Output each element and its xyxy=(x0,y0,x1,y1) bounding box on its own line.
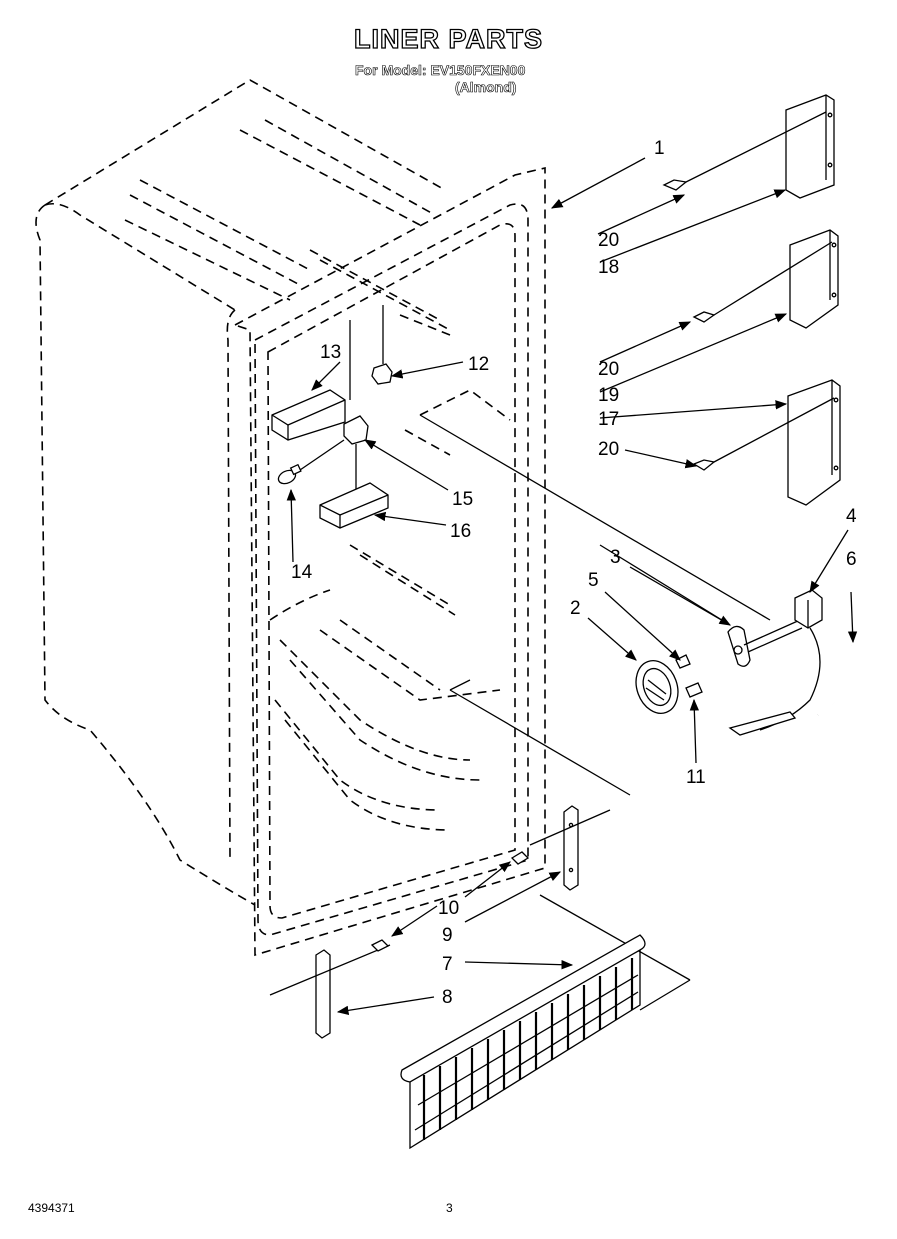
callout-20a: 20 xyxy=(598,230,619,251)
channel-part-17 xyxy=(787,379,841,506)
basket-part-7 xyxy=(400,894,691,1150)
callout-16: 16 xyxy=(450,521,471,542)
cabinet-shell xyxy=(35,79,446,906)
callout-18: 18 xyxy=(598,257,619,278)
callout-9: 9 xyxy=(442,925,453,946)
callout-6: 6 xyxy=(846,549,857,570)
channel-part-19 xyxy=(789,229,839,329)
light-housing-part-13 xyxy=(271,320,351,441)
shelf-screw-part-10-right xyxy=(510,851,530,865)
model-line: For Model: EV150FXEN00 xyxy=(355,62,526,79)
liner-frame xyxy=(232,166,546,957)
screw-part-20-top xyxy=(662,111,827,191)
bracket-part-16 xyxy=(319,482,389,529)
thermostat-assembly xyxy=(419,414,854,796)
callout-7: 7 xyxy=(442,954,453,975)
shelf-rail-part-8 xyxy=(269,944,391,1039)
callout-20c: 20 xyxy=(598,439,619,460)
callout-3: 3 xyxy=(610,547,621,568)
callout-5: 5 xyxy=(588,570,599,591)
shelf-rail-part-9 xyxy=(529,805,611,891)
page-number: 3 xyxy=(446,1201,453,1215)
callout-12: 12 xyxy=(468,354,489,375)
callout-8: 8 xyxy=(442,987,453,1008)
doc-number: 4394371 xyxy=(28,1201,75,1215)
bulb-part-14 xyxy=(277,463,302,485)
screw-part-20-mid xyxy=(692,241,833,323)
leader-lines xyxy=(286,157,858,1015)
clip-part-12 xyxy=(371,305,393,385)
screw-part-20-bottom xyxy=(692,397,835,471)
callout-11: 11 xyxy=(686,767,706,788)
callout-14: 14 xyxy=(291,562,313,583)
callout-2: 2 xyxy=(570,598,581,619)
callout-4: 4 xyxy=(846,506,857,527)
callout-13: 13 xyxy=(320,342,341,363)
callout-17: 17 xyxy=(598,409,619,430)
callout-20b: 20 xyxy=(598,359,619,380)
color-line: (Almond) xyxy=(455,79,517,96)
callout-1: 1 xyxy=(654,138,665,159)
callout-19: 19 xyxy=(598,385,619,406)
callout-labels: 1 2 3 4 5 6 7 8 9 10 11 12 13 14 15 16 1… xyxy=(291,138,857,1008)
callout-15: 15 xyxy=(452,489,473,510)
page-title: LINER PARTS xyxy=(353,23,543,54)
channel-part-18 xyxy=(785,94,835,199)
shelf-screw-part-10-left xyxy=(370,939,390,952)
callout-10: 10 xyxy=(438,898,459,919)
